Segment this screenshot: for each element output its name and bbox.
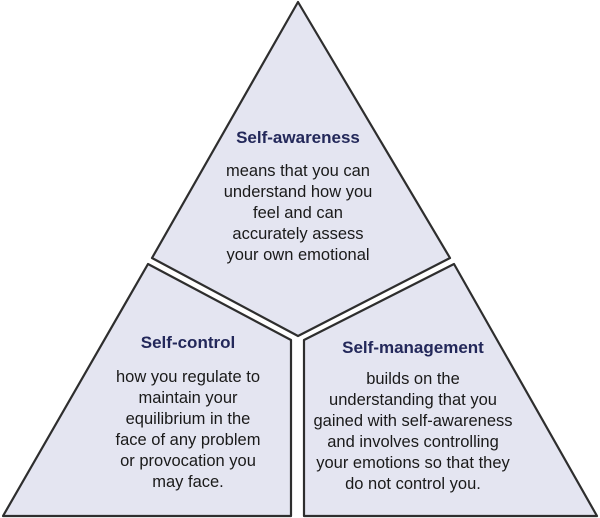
self-management-line-5: your emotions so that they (316, 454, 510, 472)
self-awareness-panel (150, 0, 452, 338)
self-awareness-line-1: means that you can (226, 162, 370, 180)
self-awareness-title: Self-awareness (236, 128, 360, 147)
self-control-line-3: equilibrium in the (126, 410, 251, 428)
self-control-title: Self-control (141, 333, 235, 352)
self-control-panel (1, 262, 293, 518)
self-management-title: Self-management (342, 338, 484, 357)
self-management-section: Self-management builds on the understand… (302, 262, 599, 518)
self-management-line-6: do not control you. (345, 475, 481, 493)
self-awareness-line-4: accurately assess (232, 225, 363, 243)
self-management-line-4: and involves controlling (327, 433, 499, 451)
self-management-line-1: builds on the (366, 370, 460, 388)
self-management-line-2: understanding that you (329, 391, 497, 409)
self-awareness-line-5: your own emotional (226, 246, 369, 264)
self-control-line-4: face of any problem (116, 431, 261, 449)
self-awareness-line-3: feel and can (253, 204, 343, 222)
self-control-line-5: or provocation you (120, 452, 256, 470)
self-awareness-section: Self-awareness means that you can unders… (150, 0, 452, 338)
self-control-line-1: how you regulate to (116, 368, 260, 386)
self-management-line-3: gained with self-awareness (313, 412, 512, 430)
self-control-line-2: maintain your (138, 389, 238, 407)
self-control-line-6: may face. (152, 473, 224, 491)
self-management-panel (302, 262, 599, 518)
self-awareness-line-2: understand how you (224, 183, 373, 201)
self-control-section: Self-control how you regulate to maintai… (1, 262, 293, 518)
